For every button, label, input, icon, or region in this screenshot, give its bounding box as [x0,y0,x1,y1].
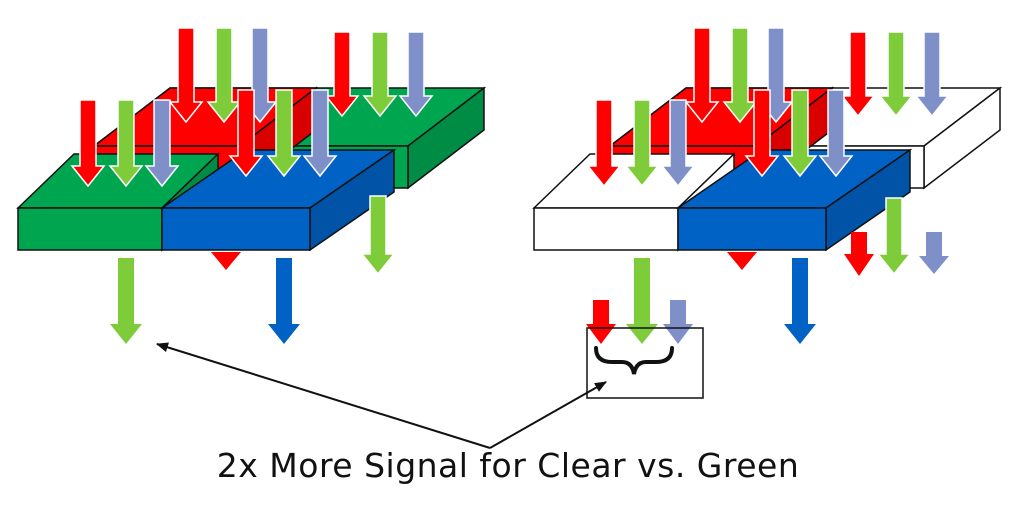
right-front-left-incident-green-arrow [624,99,660,188]
right-back-right-incident-red-arrow [840,31,876,118]
pointer-to-clear [489,381,607,449]
callout [156,327,704,449]
rgb-filter-panel [16,27,487,344]
pointer-to-green [156,342,491,449]
left-clear-green-transmitted [110,258,142,344]
left-front-left-incident-green-arrow [108,99,144,188]
right-back-red-transmitted [844,232,874,276]
right-back-blue-transmitted [919,232,949,274]
right-back-left-incident-green-arrow [722,27,758,124]
right-clear-green-transmitted [626,258,658,344]
right-front-right-incident-green-arrow [782,89,818,178]
left-front-right-incident-blue-arrow [302,89,338,178]
left-red-transmitted [211,252,241,270]
right-blue-transmitted [784,258,816,344]
right-red-transmitted [727,252,757,270]
brace-icon [594,346,674,375]
left-front-left-incident-red-arrow [70,99,106,188]
left-blue-transmitted [268,258,300,344]
right-back-right-incident-blue-arrow [914,31,950,118]
left-front-left-incident-blue-arrow [144,99,180,188]
right-back-right-incident-green-arrow [878,31,914,118]
left-front-right-incident-green-arrow [266,89,302,178]
left-green-transmitted [360,195,396,276]
right-front-left-incident-red-arrow [586,99,622,188]
left-back-left-incident-green-arrow [206,27,242,124]
right-front-right-incident-red-arrow [744,89,780,178]
left-back-left-incident-red-arrow [168,27,204,124]
right-front-right-incident-blue-arrow [818,89,854,178]
right-clear-blue-transmitted [663,300,693,344]
callout-box [586,327,704,399]
right-back-green-transmitted [876,197,912,276]
right-clear-red-transmitted [586,300,616,344]
clear-filter-panel [532,27,1003,344]
left-back-right-incident-red-arrow [324,31,360,118]
right-front-left-incident-blue-arrow [660,99,696,188]
right-front-blue-filter [675,148,913,252]
left-front-blue-filter [159,148,397,252]
caption: 2x More Signal for Clear vs. Green [216,446,800,485]
left-back-right-incident-green-arrow [362,31,398,118]
left-front-right-incident-red-arrow [228,89,264,178]
right-back-left-incident-red-arrow [684,27,720,124]
left-back-right-incident-blue-arrow [398,31,434,118]
